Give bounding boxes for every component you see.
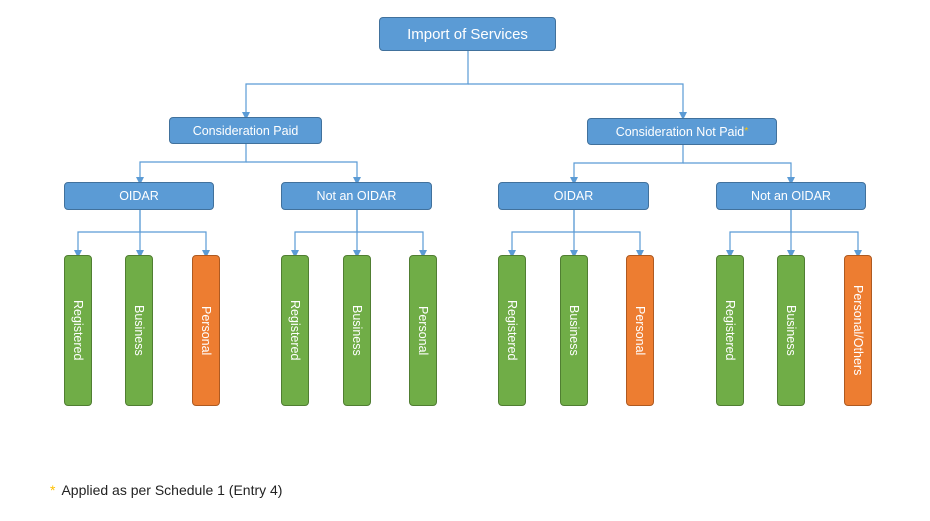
node-paid-oidar: OIDAR: [64, 182, 214, 210]
leaf-notpaid-notoidar-business: Business: [777, 255, 805, 406]
leaf-notpaid-oidar-business: Business: [560, 255, 588, 406]
node-consideration-not-paid: Consideration Not Paid*: [587, 118, 777, 145]
leaf-paid-notoidar-business: Business: [343, 255, 371, 406]
footnote: * Applied as per Schedule 1 (Entry 4): [50, 482, 282, 498]
leaf-label: Business: [567, 305, 581, 356]
leaf-notpaid-oidar-registered: Registered: [498, 255, 526, 406]
node-notpaid-oidar-label: OIDAR: [553, 189, 594, 203]
leaf-notpaid-oidar-personal: Personal: [626, 255, 654, 406]
footnote-text: Applied as per Schedule 1 (Entry 4): [61, 482, 283, 498]
leaf-label: Business: [784, 305, 798, 356]
leaf-label: Personal/Others: [851, 285, 865, 376]
leaf-paid-oidar-business: Business: [125, 255, 153, 406]
leaf-label: Registered: [288, 300, 302, 361]
node-consideration-paid: Consideration Paid: [169, 117, 322, 144]
leaf-label: Business: [132, 305, 146, 356]
asterisk-marker: *: [744, 126, 749, 137]
leaf-label: Personal: [633, 305, 647, 356]
leaf-label: Registered: [723, 300, 737, 361]
leaf-paid-oidar-personal: Personal: [192, 255, 220, 406]
leaf-paid-notoidar-registered: Registered: [281, 255, 309, 406]
leaf-paid-notoidar-personal: Personal: [409, 255, 437, 406]
node-consideration-paid-label: Consideration Paid: [192, 123, 299, 138]
leaf-notpaid-notoidar-registered: Registered: [716, 255, 744, 406]
leaf-label: Personal: [199, 305, 213, 356]
node-notpaid-oidar: OIDAR: [498, 182, 649, 210]
leaf-label: Registered: [505, 300, 519, 361]
footnote-asterisk: *: [50, 482, 56, 498]
node-paid-not-oidar: Not an OIDAR: [281, 182, 432, 210]
node-notpaid-not-oidar-label: Not an OIDAR: [751, 189, 831, 203]
leaf-paid-oidar-registered: Registered: [64, 255, 92, 406]
root-node-import-of-services: Import of Services: [379, 17, 556, 51]
root-node-label: Import of Services: [407, 25, 528, 43]
node-consideration-not-paid-label: Consideration Not Paid: [615, 124, 745, 139]
node-paid-oidar-label: OIDAR: [119, 189, 159, 203]
node-paid-not-oidar-label: Not an OIDAR: [316, 189, 397, 203]
leaf-notpaid-notoidar-personal-others: Personal/Others: [844, 255, 872, 406]
leaf-label: Personal: [416, 305, 430, 356]
node-notpaid-not-oidar: Not an OIDAR: [716, 182, 866, 210]
leaf-label: Registered: [71, 300, 85, 361]
leaf-label: Business: [350, 305, 364, 356]
